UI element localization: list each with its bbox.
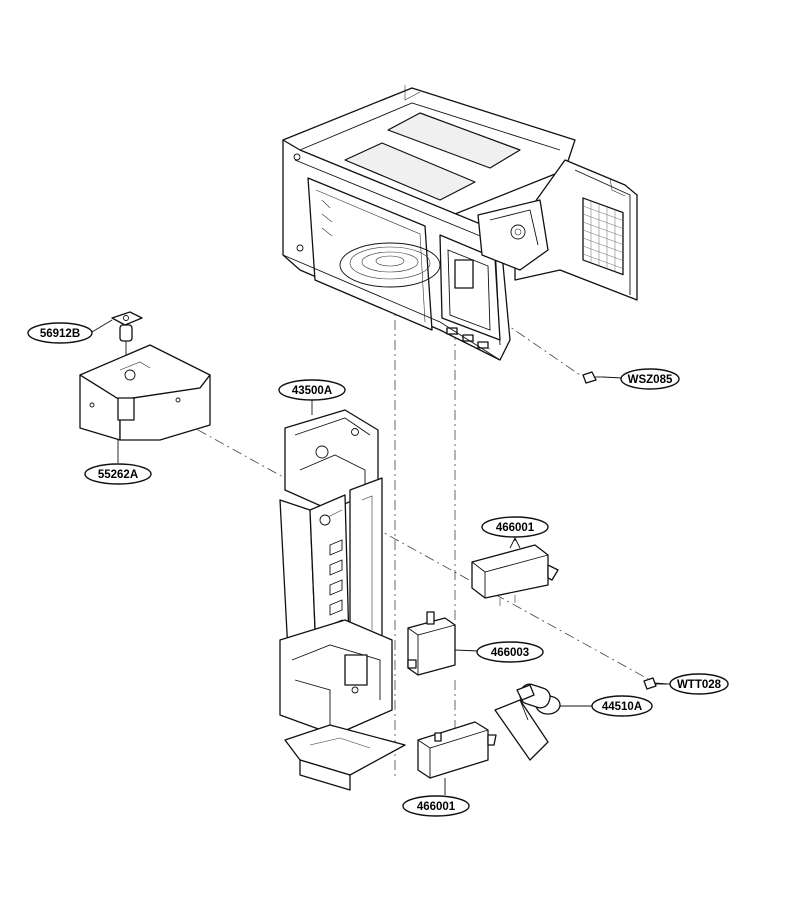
callout-56912B: 56912B bbox=[27, 322, 93, 344]
part-44510A-lever bbox=[494, 683, 592, 761]
callout-label: 43500A bbox=[292, 385, 332, 397]
callout-55262A: 55262A bbox=[84, 463, 152, 485]
part-466003-switch bbox=[407, 611, 456, 676]
callout-label: WTT028 bbox=[677, 679, 722, 691]
callout-44510A: 44510A bbox=[591, 695, 653, 717]
part-WTT028-screw bbox=[643, 677, 669, 690]
callout-466001-top: 466001 bbox=[481, 516, 549, 538]
callout-label: 55262A bbox=[98, 469, 138, 481]
part-43500A bbox=[279, 409, 406, 791]
callout-label: 466001 bbox=[496, 522, 535, 534]
callout-label: 56912B bbox=[40, 328, 80, 340]
callout-WSZ085: WSZ085 bbox=[620, 368, 680, 390]
callout-43500A: 43500A bbox=[278, 379, 346, 401]
leader-lines bbox=[91, 319, 670, 685]
callout-label: WSZ085 bbox=[628, 374, 673, 386]
part-55262A bbox=[79, 344, 211, 441]
callout-label: 466003 bbox=[491, 647, 529, 659]
callout-466003: 466003 bbox=[476, 641, 544, 663]
oven-cavity-frame bbox=[282, 85, 638, 361]
part-56912B bbox=[111, 311, 143, 368]
callout-466001-bottom: 466001 bbox=[402, 795, 470, 817]
part-WSZ085-screw bbox=[582, 371, 623, 384]
part-466001-top-switch bbox=[471, 536, 559, 606]
assembly-lines bbox=[179, 300, 651, 780]
part-466001-bottom-switch bbox=[417, 721, 497, 795]
callout-label: 44510A bbox=[602, 701, 642, 713]
callout-label: 466001 bbox=[417, 801, 456, 813]
callout-WTT028: WTT028 bbox=[669, 673, 729, 695]
